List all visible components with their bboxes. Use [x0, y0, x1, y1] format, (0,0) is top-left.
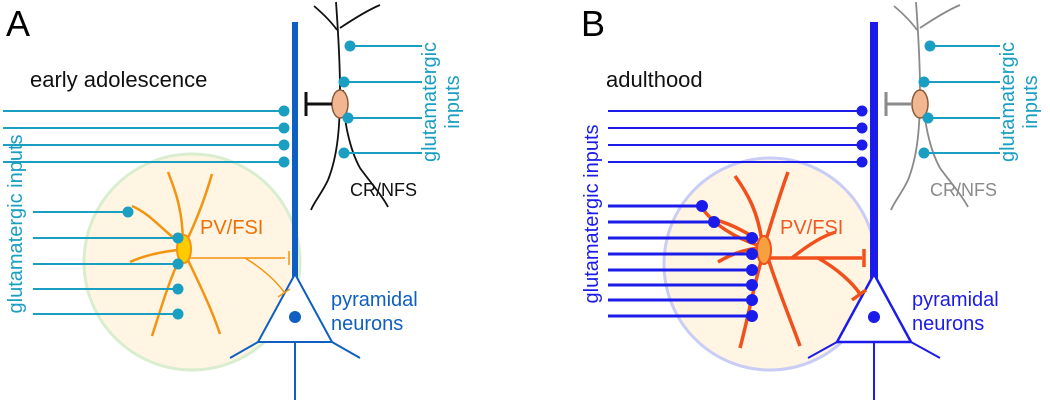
glutamatergic-label-right-a-line1: glutamatergic — [419, 42, 441, 162]
glutamatergic-label-right-b-line1: glutamatergic — [997, 42, 1019, 162]
cr-nfs-inhibitory-synapse-a — [304, 92, 332, 116]
pyramidal-basal-dendrite-b — [910, 341, 941, 359]
panel-b-stage-label: adulthood — [606, 67, 703, 92]
cr-nfs-inhibitory-synapse-b — [884, 92, 912, 116]
pv-fsi-axon-b — [770, 230, 868, 302]
pv-fsi-soma-b — [756, 235, 772, 265]
pv-fsi-label-b: PV/FSI — [780, 217, 843, 239]
panel-a-stage-label: early adolescence — [30, 67, 207, 92]
panel-a: A early adolescence — [3, 1, 464, 400]
pyramidal-label-b-line1: pyramidal — [912, 289, 999, 311]
glutamatergic-label-left-a: glutamatergic inputs — [5, 135, 27, 314]
glutamatergic-label-left-b: glutamatergic inputs — [581, 125, 603, 304]
glutamatergic-label-right-a-line2: inputs — [442, 75, 464, 128]
pyramidal-nucleus-b — [868, 311, 880, 323]
panel-a-letter: A — [6, 3, 30, 44]
pyramidal-label-a-line1: pyramidal — [331, 289, 418, 311]
pyramidal-nucleus-a — [289, 311, 301, 323]
pv-fsi-axon-a — [190, 251, 291, 298]
pyramidal-basal-dendrite-a — [229, 341, 259, 359]
glutamatergic-inputs-right-b — [918, 40, 1000, 159]
glutamatergic-inputs-right-a — [338, 40, 422, 159]
panel-b-letter: B — [581, 3, 605, 44]
panel-b: B adulthood — [581, 1, 1042, 400]
cr-nfs-neuron-a — [310, 1, 389, 211]
pv-fsi-label-a: PV/FSI — [200, 217, 263, 239]
cr-nfs-neuron-b — [890, 1, 969, 211]
cr-nfs-label-b: CR/NFS — [930, 180, 997, 200]
glutamatergic-inputs-lower-b — [608, 200, 758, 322]
glutamatergic-inputs-upper-a — [3, 105, 290, 168]
pyramidal-label-b-line2: neurons — [912, 313, 984, 335]
glutamatergic-label-right-b-line2: inputs — [1020, 75, 1042, 128]
pyramidal-label-a-line2: neurons — [331, 313, 403, 335]
glutamatergic-inputs-upper-b — [608, 105, 868, 168]
pyramidal-basal-dendrite-a — [331, 341, 361, 359]
cr-nfs-label-a: CR/NFS — [350, 180, 417, 200]
glutamatergic-inputs-lower-a — [33, 206, 184, 320]
pyramidal-basal-dendrite-b — [807, 341, 838, 359]
